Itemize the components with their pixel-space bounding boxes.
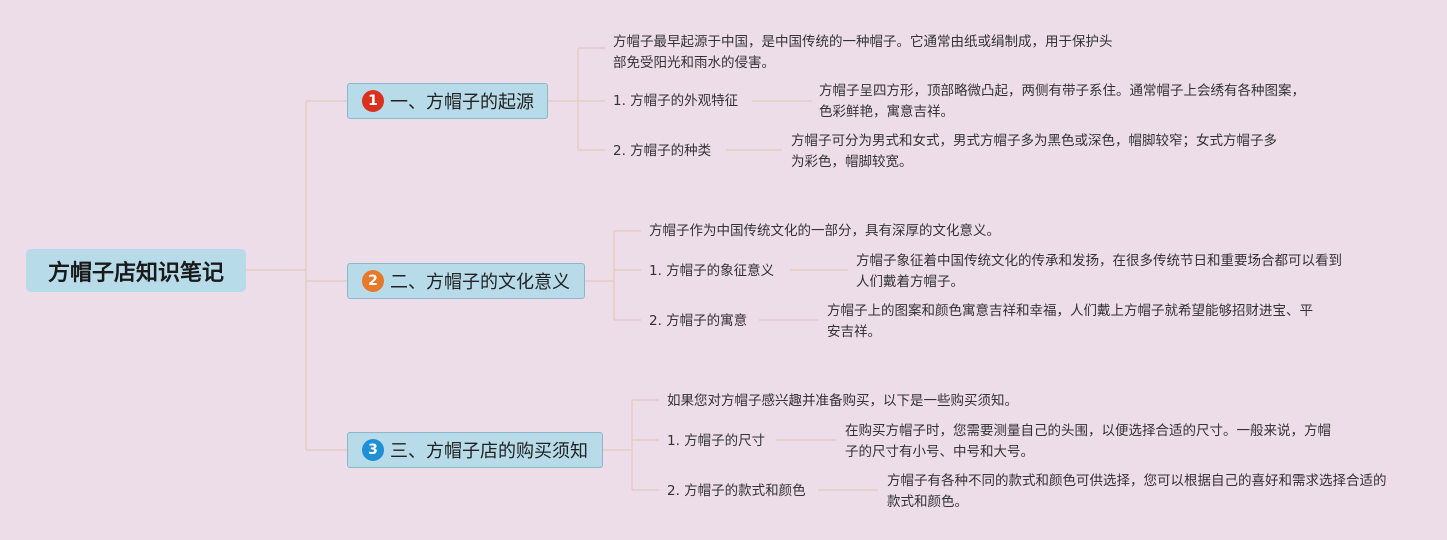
- purchase-item-2-label[interactable]: 2. 方帽子的款式和颜色: [667, 483, 806, 499]
- number-badge-1: 1: [362, 90, 384, 112]
- cultural-item-1-label[interactable]: 1. 方帽子的象征意义: [649, 263, 775, 279]
- branch-cultural-meaning-title: 二、方帽子的文化意义: [390, 272, 570, 293]
- number-badge-3: 3: [362, 439, 384, 461]
- branch-origin[interactable]: 1 一、方帽子的起源: [347, 83, 548, 119]
- cultural-item-2-detail: 方帽子上的图案和颜色寓意吉祥和幸福，人们戴上方帽子就希望能够招财进宝、平安吉祥。: [827, 303, 1313, 340]
- branch-cultural-meaning[interactable]: 2 二、方帽子的文化意义: [347, 263, 585, 299]
- origin-item-1-detail: 方帽子呈四方形，顶部略微凸起，两侧有带子系住。通常帽子上会绣有各种图案，色彩鲜艳…: [819, 83, 1305, 120]
- origin-item-2-detail: 方帽子可分为男式和女式，男式方帽子多为黑色或深色，帽脚较窄；女式方帽子多为彩色，…: [791, 133, 1277, 170]
- cultural-item-2-label[interactable]: 2. 方帽子的寓意: [649, 313, 748, 329]
- purchase-intro: 如果您对方帽子感兴趣并准备购买，以下是一些购买须知。: [667, 393, 1018, 409]
- origin-item-1-label[interactable]: 1. 方帽子的外观特征: [613, 93, 739, 109]
- purchase-item-1-detail: 在购买方帽子时，您需要测量自己的头围，以便选择合适的尺寸。一般来说，方帽子的尺寸…: [845, 423, 1331, 460]
- branch-purchase-notes-title: 三、方帽子店的购买须知: [390, 441, 588, 462]
- cultural-intro: 方帽子作为中国传统文化的一部分，具有深厚的文化意义。: [649, 223, 1000, 239]
- purchase-item-2-detail: 方帽子有各种不同的款式和颜色可供选择，您可以根据自己的喜好和需求选择合适的款式和…: [887, 473, 1387, 510]
- branch-origin-title: 一、方帽子的起源: [390, 92, 534, 113]
- branch-purchase-notes[interactable]: 3 三、方帽子店的购买须知: [347, 432, 603, 468]
- origin-item-2-label[interactable]: 2. 方帽子的种类: [613, 143, 712, 159]
- number-badge-2: 2: [362, 270, 384, 292]
- root-topic[interactable]: 方帽子店知识笔记: [26, 249, 246, 292]
- cultural-item-1-detail: 方帽子象征着中国传统文化的传承和发扬，在很多传统节日和重要场合都可以看到人们戴着…: [856, 253, 1342, 290]
- origin-intro: 方帽子最早起源于中国，是中国传统的一种帽子。它通常由纸或绢制成，用于保护头部免受…: [613, 34, 1113, 71]
- purchase-item-1-label[interactable]: 1. 方帽子的尺寸: [667, 433, 766, 449]
